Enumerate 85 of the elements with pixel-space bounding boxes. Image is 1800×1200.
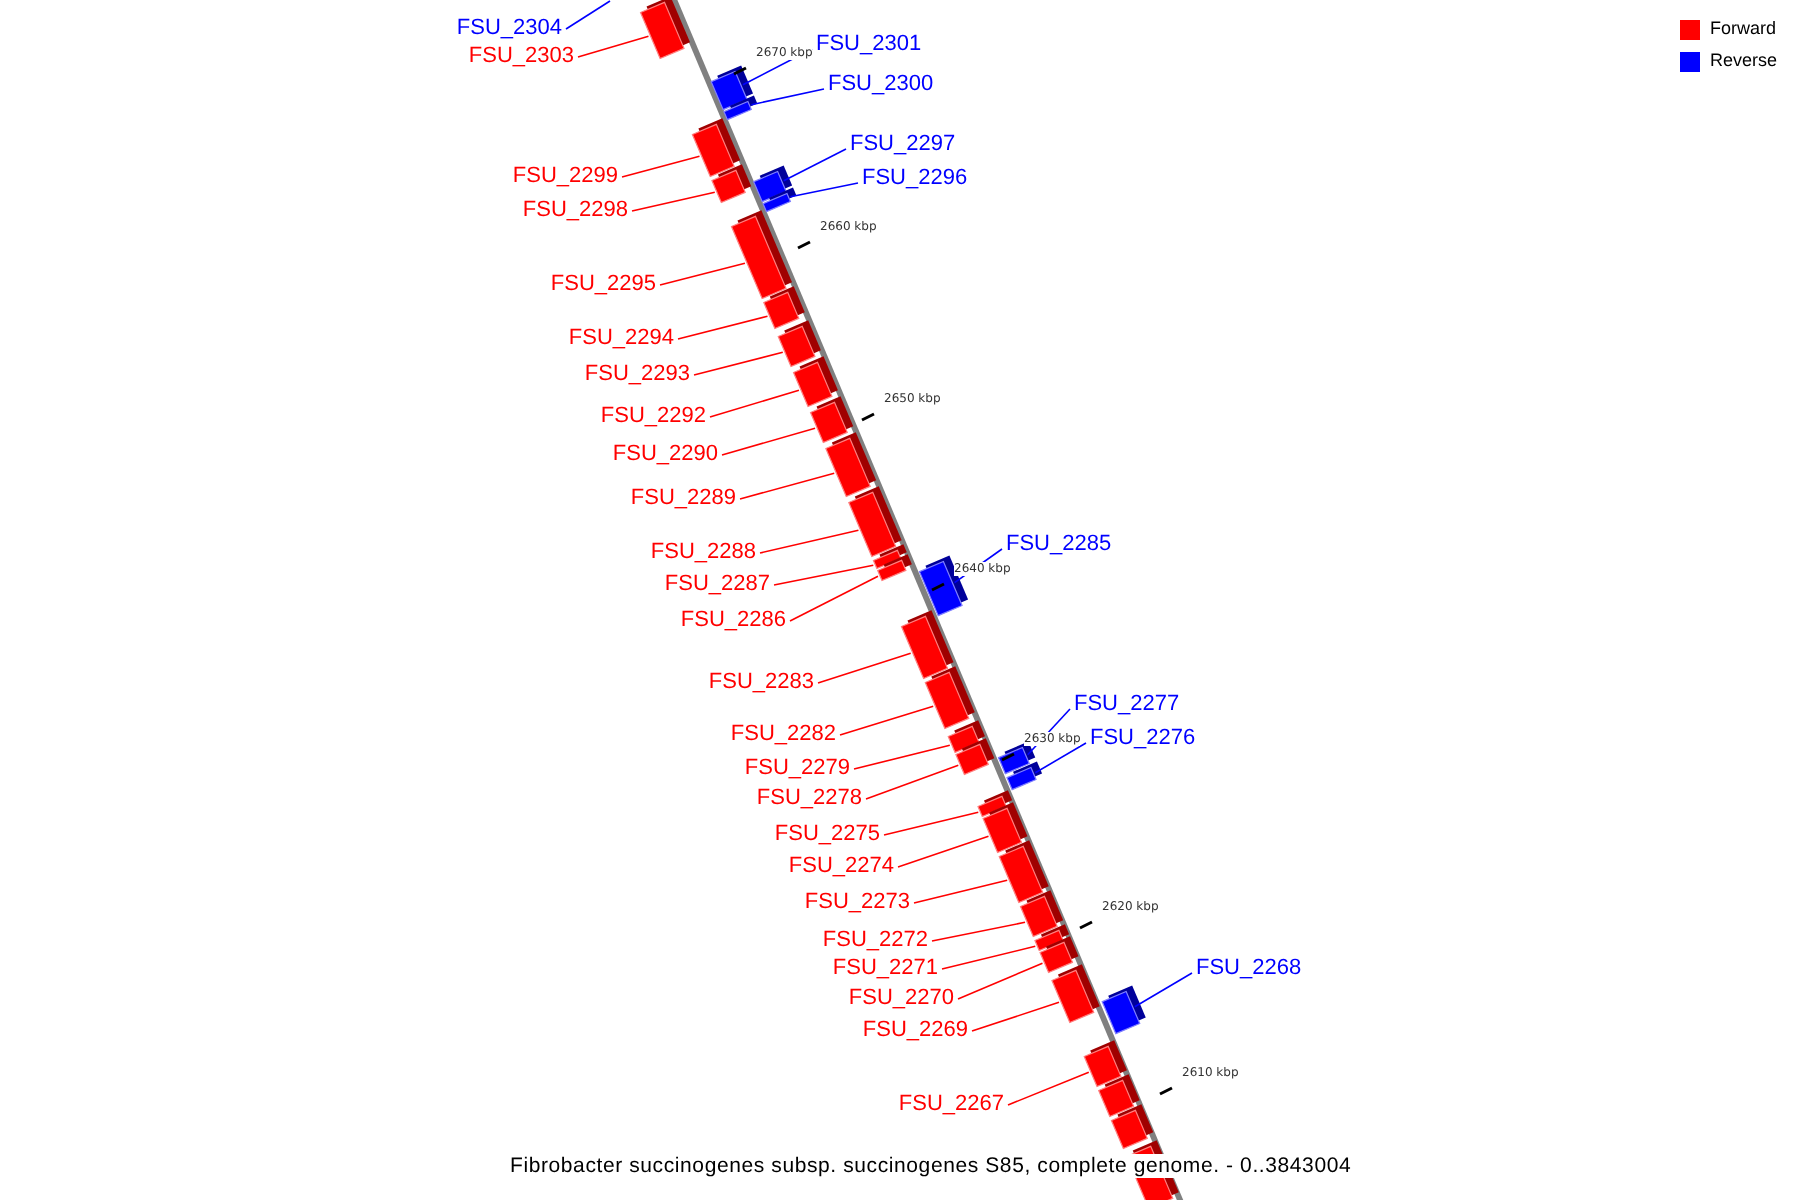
leader-line — [721, 427, 816, 456]
leader-line — [1034, 742, 1087, 774]
gene-label: FSU_2293 — [584, 362, 690, 388]
leader-line — [957, 962, 1044, 1000]
gene-label: FSU_2271 — [832, 956, 938, 982]
leader-line — [789, 182, 859, 198]
gene-label: FSU_2292 — [600, 404, 706, 430]
gene-label: FSU_2297 — [850, 132, 956, 158]
gene-block — [777, 320, 821, 368]
leader-line — [565, 0, 611, 30]
gene-label: FSU_2275 — [774, 822, 880, 848]
gene-block — [1101, 985, 1146, 1035]
gene-block — [1039, 936, 1079, 974]
gene-label: FSU_2300 — [828, 72, 934, 98]
gene-block — [982, 802, 1028, 854]
leader-line — [631, 191, 716, 212]
leader-line — [971, 1001, 1060, 1032]
leader-line — [773, 564, 875, 586]
leader-line — [897, 835, 990, 868]
gene-block — [1051, 964, 1100, 1024]
leader-line — [817, 652, 912, 684]
gene-label: FSU_2287 — [664, 572, 770, 598]
leader-line — [789, 575, 879, 622]
legend-label: Reverse — [1710, 50, 1778, 72]
gene-block — [825, 432, 877, 498]
gene-label: FSU_2282 — [730, 722, 836, 748]
leader-line — [865, 764, 960, 800]
leader-line — [883, 811, 980, 836]
gene-label: FSU_2303 — [468, 44, 574, 70]
gene-label: FSU_2299 — [512, 164, 618, 190]
gene-block — [955, 738, 995, 776]
gene-block — [1006, 761, 1043, 791]
gene-label: FSU_2268 — [1196, 956, 1302, 982]
gene-block — [809, 396, 854, 444]
gene-label: FSU_2276 — [1090, 726, 1196, 752]
gene-label: FSU_2289 — [630, 486, 736, 512]
gene-label: FSU_2279 — [744, 756, 850, 782]
gene-label: FSU_2301 — [816, 32, 922, 58]
leader-line — [621, 155, 701, 178]
gene-label: FSU_2286 — [680, 608, 786, 634]
caption: Fibrobacter succinogenes subsp. succinogenes S85, complete genome. - 0..3843004 — [510, 1154, 1352, 1178]
leader-line — [577, 35, 650, 58]
gene-label: FSU_2274 — [788, 854, 894, 880]
gene-block — [998, 840, 1049, 904]
gene-label: FSU_2295 — [550, 272, 656, 298]
gene-label: FSU_2294 — [568, 326, 674, 352]
gene-label: FSU_2285 — [1006, 532, 1112, 558]
gene-block — [711, 164, 752, 204]
leader-line — [941, 945, 1037, 970]
leader-line — [1007, 1071, 1090, 1106]
gene-label: FSU_2269 — [862, 1018, 968, 1044]
gene-block — [723, 95, 758, 121]
leader-line — [659, 262, 746, 286]
gene-label: FSU_2278 — [756, 786, 862, 812]
leader-line — [782, 148, 847, 182]
leader-line — [759, 529, 860, 554]
gene-label: FSU_2296 — [862, 166, 968, 192]
gene-block — [1110, 1104, 1154, 1150]
legend-label: Forward — [1710, 18, 1777, 40]
leader-line — [913, 879, 1008, 904]
leader-line — [839, 705, 935, 736]
leader-line — [709, 389, 800, 418]
gene-label: FSU_2304 — [456, 16, 562, 42]
gene-label: FSU_2272 — [822, 928, 928, 954]
leader-line — [693, 351, 784, 376]
gene-label: FSU_2290 — [612, 442, 718, 468]
gene-label: FSU_2273 — [804, 890, 910, 916]
leader-line — [677, 315, 769, 340]
gene-label: FSU_2277 — [1074, 692, 1180, 718]
gene-block — [876, 554, 912, 582]
gene-label: FSU_2267 — [898, 1092, 1004, 1118]
gene-block — [762, 187, 797, 213]
leader-line — [739, 472, 835, 500]
leader-line — [931, 921, 1026, 942]
gene-block — [792, 356, 838, 408]
leader-line — [853, 744, 951, 770]
gene-block — [763, 286, 805, 330]
gene-label: FSU_2283 — [708, 670, 814, 696]
leader-line — [750, 88, 825, 106]
gene-block — [639, 0, 691, 60]
gene-block — [730, 210, 793, 300]
gene-block — [900, 610, 954, 680]
gene-label: FSU_2298 — [522, 198, 628, 224]
gene-label: FSU_2288 — [650, 540, 756, 566]
gene-label: FSU_2270 — [848, 986, 954, 1012]
